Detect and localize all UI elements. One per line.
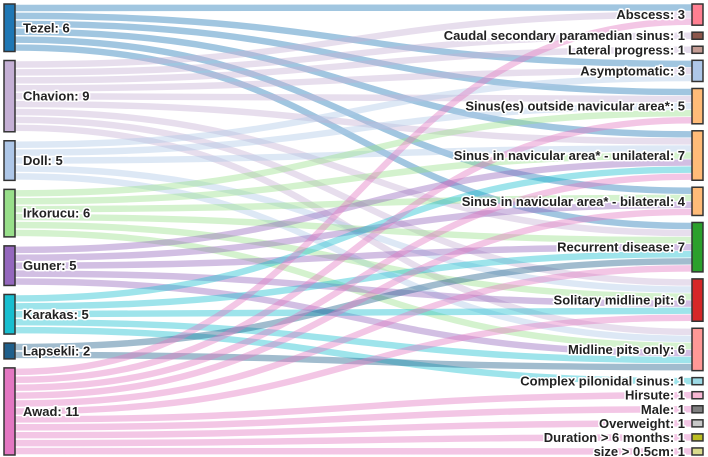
link-tezel-recurrent bbox=[14, 44, 693, 230]
node-sinus_uni bbox=[691, 130, 704, 181]
node-label-caudal: Caudal secondary paramedian sinus: 1 bbox=[444, 28, 685, 43]
link-karakas-midline bbox=[14, 318, 693, 364]
node-complex bbox=[691, 376, 704, 386]
node-lateral bbox=[691, 45, 704, 55]
node-sinus_outside bbox=[691, 87, 704, 125]
node-label-size: size > 0.5cm: 1 bbox=[594, 444, 685, 457]
link-chavion-recurrent bbox=[14, 108, 693, 237]
node-lapsekili bbox=[3, 342, 16, 360]
link-karakas-solitary bbox=[14, 307, 693, 318]
link-chavion-caudal bbox=[14, 32, 693, 76]
node-label-guner: Guner: 5 bbox=[23, 258, 76, 273]
node-sinus_bi bbox=[691, 186, 704, 217]
node-guner bbox=[3, 245, 16, 287]
node-label-lapsekili: Lapsekli: 2 bbox=[23, 343, 90, 358]
link-chavion-abscess bbox=[14, 11, 693, 68]
link-guner-sinus_uni bbox=[14, 159, 693, 254]
link-chavion-solitary bbox=[14, 116, 693, 286]
link-karakas-complex bbox=[14, 326, 693, 385]
node-label-hirsute: Hirsute: 1 bbox=[625, 388, 685, 403]
node-hirsute bbox=[691, 390, 704, 400]
link-tezel-sinus_outside bbox=[14, 20, 693, 96]
node-chavion bbox=[3, 59, 16, 133]
link-doll-midline bbox=[14, 173, 693, 343]
node-solitary bbox=[691, 278, 704, 323]
link-lapsekili-recurrent bbox=[14, 258, 693, 351]
link-irkorucu-sinus_bi bbox=[14, 194, 693, 213]
node-label-duration: Duration > 6 months: 1 bbox=[544, 430, 685, 445]
node-caudal bbox=[691, 31, 704, 40]
node-label-abscess: Abscess: 3 bbox=[616, 7, 685, 22]
link-chavion-sinus_uni bbox=[14, 100, 693, 145]
node-size bbox=[691, 447, 704, 456]
node-label-sinus_outside: Sinus(es) outside navicular area*: 5 bbox=[465, 99, 685, 114]
link-karakas-sinus_uni bbox=[14, 166, 693, 302]
sankey-nodes bbox=[3, 3, 704, 456]
node-label-complex: Complex pilonidal sinus: 1 bbox=[520, 374, 685, 389]
node-label-lateral: Lateral progress: 1 bbox=[568, 42, 685, 57]
link-awad-overweight bbox=[14, 420, 693, 439]
node-label-awad: Awad: 11 bbox=[23, 404, 79, 419]
link-awad-male bbox=[14, 406, 693, 431]
link-lapsekili-midline bbox=[14, 351, 693, 371]
link-doll-asymptomatic bbox=[14, 74, 693, 148]
sankey-labels: Tezel: 6 Chavion: 9 Doll: 5 Irkorucu: 6 Gune… bbox=[22, 6, 688, 457]
link-irkorucu-sinus_uni bbox=[14, 152, 693, 205]
link-irkorucu-solitary bbox=[14, 221, 693, 300]
node-label-irkorucu: Irkorucu: 6 bbox=[23, 206, 90, 221]
node-duration bbox=[691, 433, 704, 442]
node-male bbox=[691, 405, 704, 414]
link-karakas-recurrent bbox=[14, 251, 693, 310]
link-irkorucu-midline bbox=[14, 229, 693, 350]
link-awad-sinus_outside bbox=[14, 117, 693, 384]
link-awad-solitary bbox=[14, 314, 693, 415]
node-label-asymptomatic: Asymptomatic: 3 bbox=[580, 63, 685, 78]
node-awad bbox=[3, 367, 16, 456]
link-doll-sinus_uni bbox=[14, 145, 693, 164]
link-chavion-midline bbox=[14, 124, 693, 336]
node-label-solitary: Solitary midline pit: 6 bbox=[554, 293, 685, 308]
sankey-links bbox=[14, 4, 693, 455]
link-tezel-asymptomatic bbox=[14, 12, 693, 68]
link-guner-midline bbox=[14, 278, 693, 357]
node-abscess bbox=[691, 3, 704, 26]
link-chavion-lateral bbox=[14, 46, 693, 84]
node-label-karakas: Karakas: 5 bbox=[23, 307, 89, 322]
link-tezel-sinus_uni bbox=[14, 28, 693, 138]
link-awad-duration bbox=[14, 434, 693, 447]
link-irkorucu-sinus_outside bbox=[14, 109, 693, 197]
link-doll-sinus_outside bbox=[14, 102, 693, 156]
link-awad-abscess bbox=[14, 18, 693, 376]
node-irkorucu bbox=[3, 188, 16, 238]
node-label-midline: Midline pits only: 6 bbox=[568, 342, 685, 357]
link-awad-sinus_bi bbox=[14, 208, 693, 399]
node-label-sinus_bi: Sinus in navicular area* - bilateral: 4 bbox=[462, 194, 686, 209]
link-irkorucu-recurrent bbox=[14, 213, 693, 244]
node-asymptomatic bbox=[691, 59, 704, 83]
link-awad-recurrent bbox=[14, 265, 693, 407]
node-overweight bbox=[691, 419, 704, 428]
link-tezel-sinus_bi bbox=[14, 36, 693, 194]
node-karakas bbox=[3, 293, 16, 335]
node-label-sinus_uni: Sinus in navicular area* - unilateral: 7 bbox=[454, 148, 685, 163]
node-label-recurrent: Recurrent disease: 7 bbox=[557, 240, 685, 255]
node-label-doll: Doll: 5 bbox=[23, 153, 63, 168]
node-recurrent bbox=[691, 221, 704, 273]
node-label-overweight: Overweight: 1 bbox=[599, 416, 685, 431]
link-doll-solitary bbox=[14, 165, 693, 293]
link-awad-sinus_uni bbox=[14, 173, 693, 391]
node-tezel bbox=[3, 3, 16, 53]
link-guner-recurrent bbox=[14, 243, 693, 269]
link-guner-sinus_bi bbox=[14, 201, 693, 261]
node-label-chavion: Chavion: 9 bbox=[23, 89, 89, 104]
node-doll bbox=[3, 140, 16, 182]
node-midline bbox=[691, 327, 704, 372]
link-chavion-sinus_outside bbox=[14, 92, 693, 103]
link-awad-hirsute bbox=[14, 391, 693, 423]
node-label-male: Male: 1 bbox=[641, 402, 685, 417]
node-label-tezel: Tezel: 6 bbox=[23, 20, 70, 35]
link-chavion-asymptomatic bbox=[14, 67, 693, 92]
link-guner-solitary bbox=[14, 270, 693, 307]
